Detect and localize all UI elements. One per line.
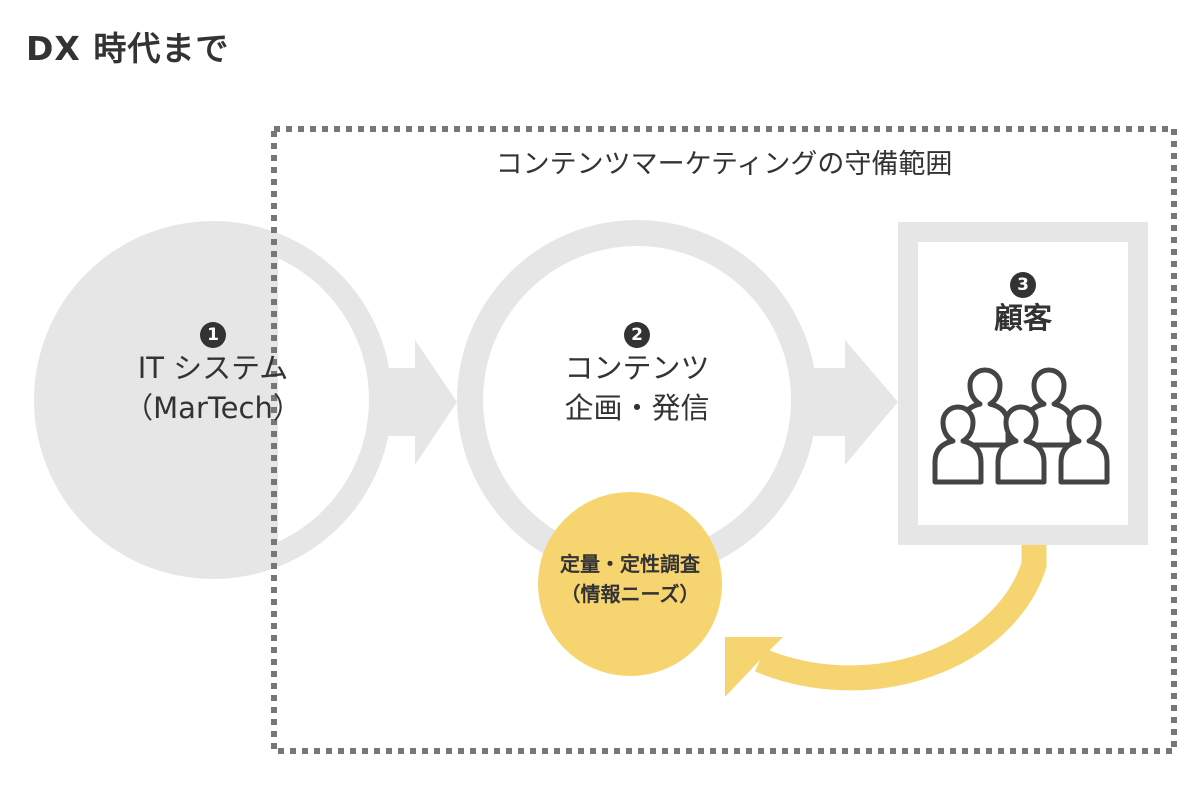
circled-number-3-icon: 3 [1010,272,1036,298]
feedback-arrow-arc [755,545,1047,691]
feedback-arrow-head [725,637,783,697]
research-label-line-2: （情報ニーズ） [560,582,700,606]
person-icon [995,404,1047,485]
flow-arrow-1-to-2 [388,340,457,465]
circled-number-1-icon: 1 [200,322,226,348]
scope-border [271,126,1177,754]
it-system-inner-cutout [278,258,369,542]
content-label-line-1: コンテンツ [564,351,710,385]
research-label-line-1: 定量・定性調査 [560,552,700,576]
person-icon [932,404,984,485]
content-node-shape [457,220,817,580]
people-group-icon [932,367,1110,485]
customer-label: 顧客 [993,301,1052,335]
content-node: 2 コンテンツ 企画・発信 [517,322,757,428]
flow-arrow-2-to-3 [808,340,898,465]
circled-number-2-icon: 2 [624,322,650,348]
scope-label: コンテンツマーケティングの守備範囲 [495,149,953,180]
it-system-label-line-2: （MarTech） [124,391,302,425]
it-system-node: 1 IT システム （MarTech） [93,322,333,428]
research-label: 定量・定性調査 （情報ニーズ） [538,549,722,609]
it-system-node-shape [34,221,392,579]
feedback-arrow [725,545,1047,697]
it-system-label-line-1: IT システム [137,351,289,385]
page-title: DX 時代まで [26,29,230,68]
person-icon [1058,404,1110,485]
content-label-line-2: 企画・発信 [564,391,710,425]
customer-node: 3 顧客 [923,272,1123,338]
research-circle [538,492,722,676]
content-ring-inner [483,246,791,554]
